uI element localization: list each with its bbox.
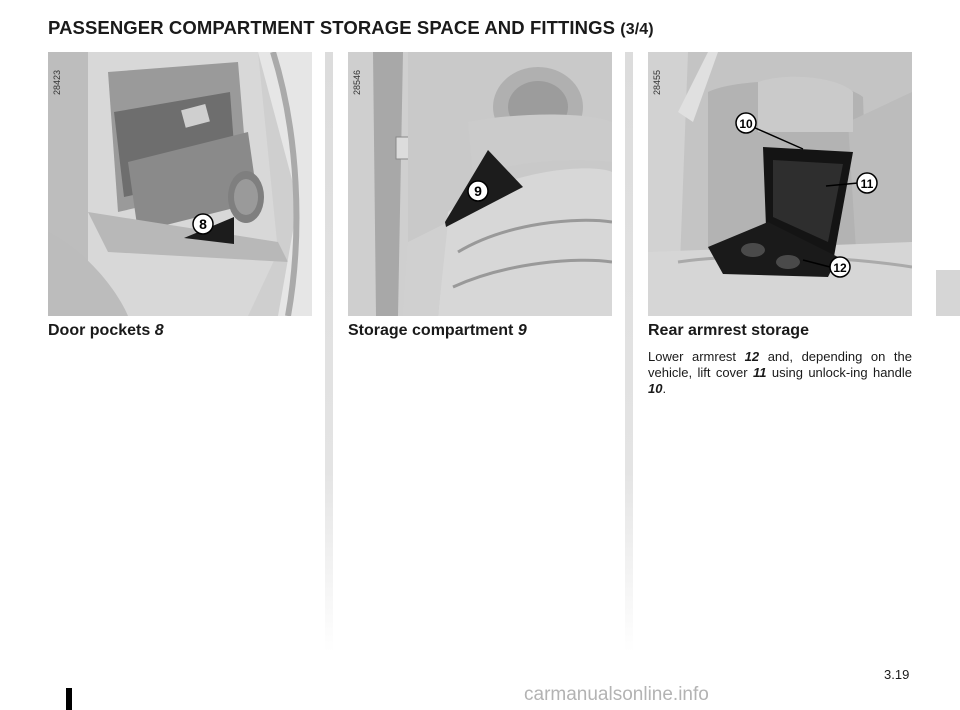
svg-text:12: 12: [833, 261, 847, 275]
svg-text:8: 8: [199, 216, 207, 232]
storage-compartment-heading: Storage compartment 9: [348, 322, 527, 339]
chapter-tab: [936, 270, 960, 316]
photo-reference-number: 28546: [352, 69, 362, 95]
page-title: PASSENGER COMPARTMENT STORAGE SPACE AND …: [48, 17, 654, 39]
callout-12: 12: [829, 256, 851, 278]
watermark: carmanualsonline.info: [524, 684, 709, 705]
column-divider: [325, 52, 333, 652]
page-number: 3.19: [884, 667, 910, 682]
rear-armrest-heading: Rear armrest storage: [648, 322, 809, 339]
title-part: (3/4): [620, 21, 654, 38]
callout-11: 11: [856, 172, 878, 194]
photo-reference-number: 28455: [652, 69, 662, 95]
door-pocket-photo: 8: [48, 52, 312, 316]
storage-compartment-photo: 9: [348, 52, 612, 316]
door-pockets-heading: Door pockets 8: [48, 322, 164, 339]
svg-text:9: 9: [474, 183, 482, 199]
rear-armrest-photo: 10 11 12: [648, 52, 912, 316]
column-divider: [625, 52, 633, 652]
title-text: PASSENGER COMPARTMENT STORAGE SPACE AND …: [48, 17, 616, 38]
callout-8: 8: [192, 213, 214, 235]
rear-armrest-instructions: Lower armrest 12 and, depending on the v…: [648, 349, 912, 396]
photo-reference-number: 28423: [52, 69, 62, 95]
callout-9: 9: [467, 180, 489, 202]
corner-mark: [66, 688, 72, 710]
svg-text:11: 11: [861, 177, 874, 191]
callout-10: 10: [735, 112, 757, 134]
svg-text:10: 10: [739, 117, 753, 131]
